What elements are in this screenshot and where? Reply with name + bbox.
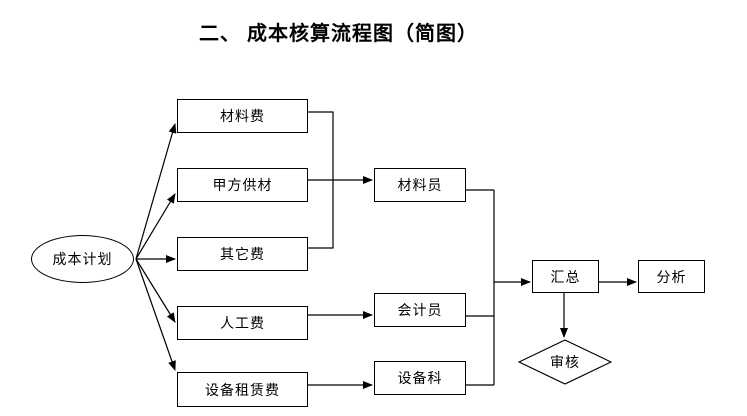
node-equipment-department: 设备科 <box>374 361 466 395</box>
review-diamond-shape <box>518 339 612 385</box>
node-analysis: 分析 <box>638 260 705 293</box>
node-summary-label: 汇总 <box>550 270 581 286</box>
node-equip-dept-label: 设备科 <box>397 372 443 387</box>
node-material-fee-label: 材料费 <box>220 110 265 125</box>
node-analysis-label: 分析 <box>656 270 687 286</box>
node-review-diamond: 审核 <box>518 339 612 385</box>
node-material-clerk-label: 材料员 <box>397 179 443 194</box>
arrow-cost-plan-to-party-a <box>135 193 176 260</box>
page-title: 二、 成本核算流程图（简图） <box>199 23 478 45</box>
arrow-cost-plan-to-labor-fee <box>135 258 176 323</box>
node-cost-plan: 成本计划 <box>31 235 134 283</box>
arrow-cost-plan-to-equip-rental <box>135 258 176 371</box>
node-material-fee: 材料费 <box>177 99 308 133</box>
node-equipment-rental-fee: 设备租赁费 <box>177 372 308 407</box>
node-cost-plan-label: 成本计划 <box>52 253 113 268</box>
node-review-label: 审核 <box>550 356 580 371</box>
node-labor-fee-label: 人工费 <box>220 317 265 332</box>
arrow-cost-plan-to-material-fee <box>135 123 177 260</box>
node-other-fee-label: 其它费 <box>220 248 265 263</box>
node-labor-fee: 人工费 <box>177 306 308 340</box>
node-accountant-label: 会计员 <box>397 304 443 319</box>
node-summary: 汇总 <box>532 260 599 293</box>
node-other-fee: 其它费 <box>177 237 308 271</box>
node-equip-rental-label: 设备租赁费 <box>205 383 280 399</box>
node-party-a-label: 甲方供材 <box>212 179 273 194</box>
node-material-clerk: 材料员 <box>374 168 466 202</box>
node-accountant: 会计员 <box>374 293 466 327</box>
node-party-a-supplied-materials: 甲方供材 <box>177 168 308 202</box>
